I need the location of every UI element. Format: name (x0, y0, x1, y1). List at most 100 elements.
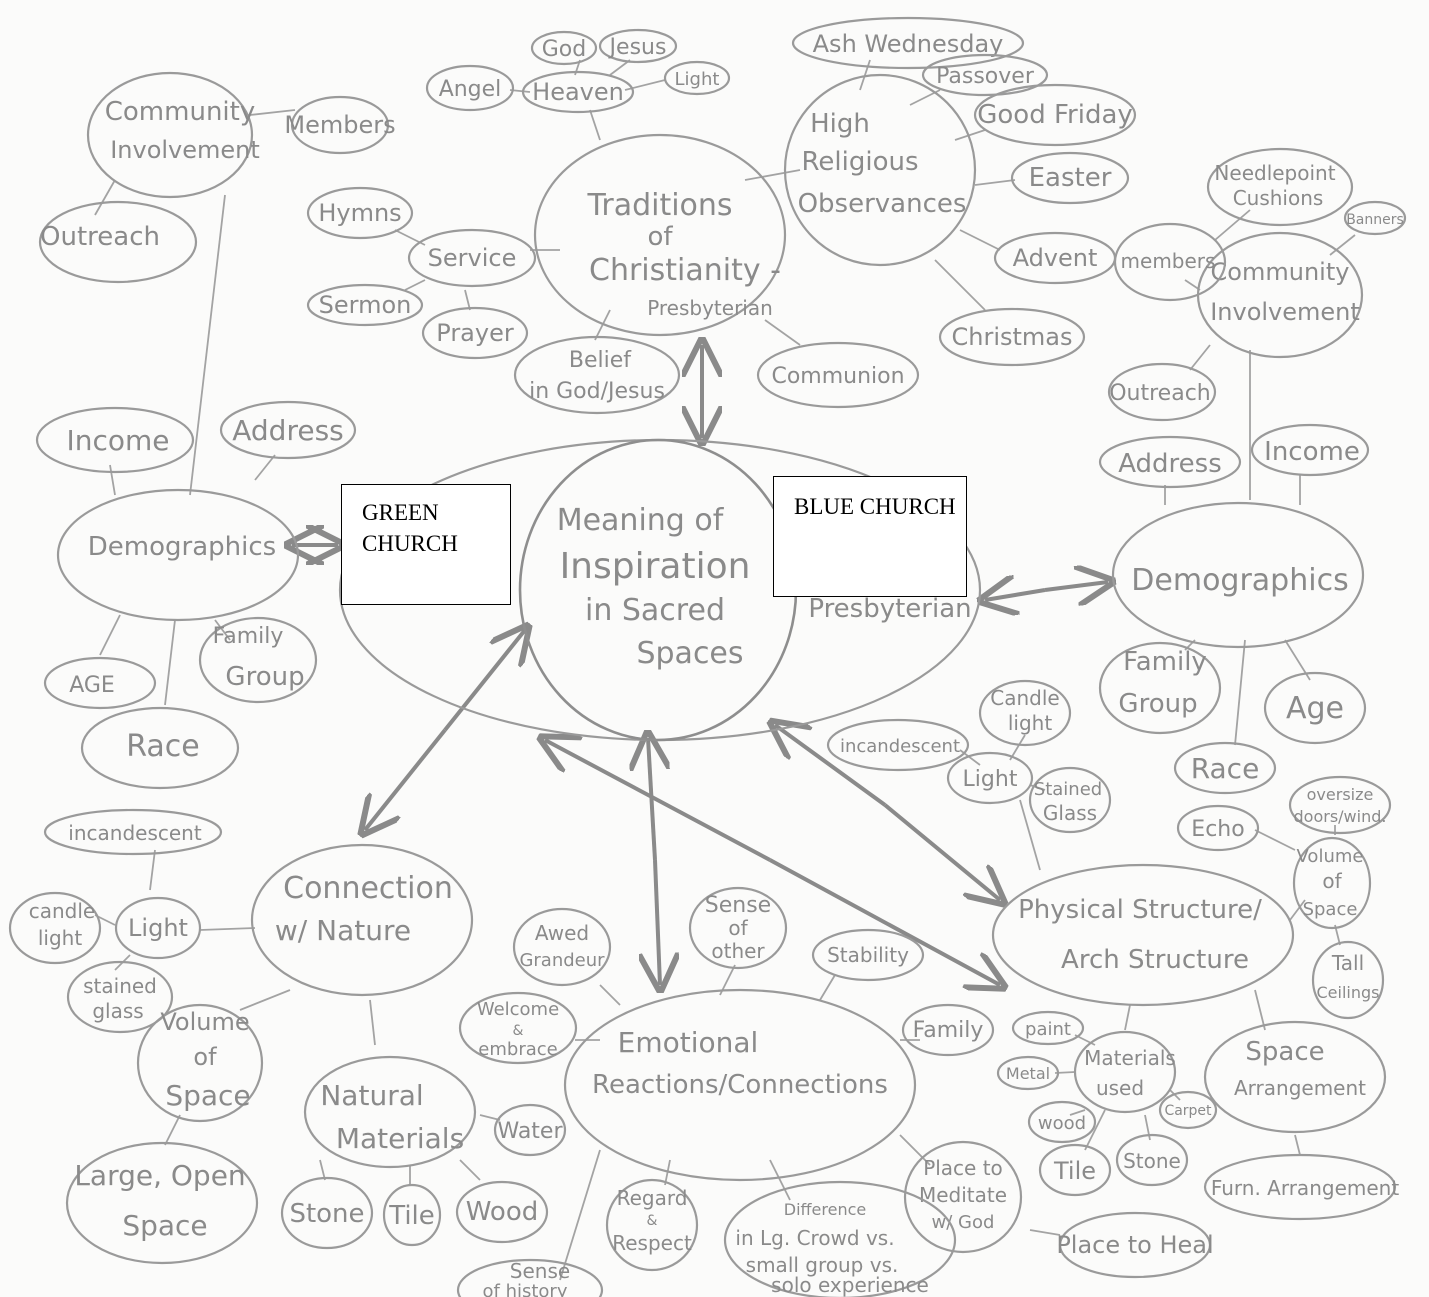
natural-materials-line-2: Materials (336, 1122, 464, 1155)
left-community-line-2: Involvement (110, 136, 260, 164)
right-family-line-1: Family (1123, 647, 1207, 677)
central-line-4: Spaces (636, 636, 743, 671)
left-members-label: Members (284, 111, 395, 139)
carpet-label: Carpet (1164, 1103, 1212, 1119)
sense-other-line-3: other (711, 939, 765, 963)
right-community-line-2: Involvement (1210, 298, 1360, 326)
hymns-label: Hymns (318, 199, 401, 227)
nature-line-2: w/ Nature (275, 914, 411, 947)
central-side-label: Presbyterian (808, 594, 971, 624)
nature-wood-label: Wood (466, 1197, 539, 1227)
physical-light-label: Light (963, 767, 1018, 792)
communion-label: Communion (771, 364, 904, 389)
metal-label: Metal (1006, 1064, 1050, 1083)
angel-label: Angel (439, 77, 502, 102)
right-income-label: Income (1264, 437, 1360, 467)
right-family-line-2: Group (1118, 689, 1197, 719)
physical-candle-line-1: Candle (990, 686, 1059, 710)
sense-other-line-1: Sense (705, 893, 771, 918)
observances-line-2: Religious (802, 147, 919, 177)
right-race-label: Race (1191, 752, 1260, 785)
right-age-label: Age (1286, 691, 1344, 726)
traditions-line-1: Traditions (586, 188, 732, 223)
right-demographics-cluster: Demographics Address Income Family Group… (1098, 423, 1370, 795)
needlepoint-line-2: Cushions (1233, 186, 1324, 210)
welcome-line-3: embrace (478, 1039, 557, 1060)
left-income-label: Income (66, 424, 169, 457)
history-line-1: Sense (510, 1259, 570, 1283)
god-label: God (542, 37, 586, 62)
nature-cluster: Connection w/ Nature Light incandescent … (8, 808, 567, 1265)
physical-stained-line-2: Glass (1043, 801, 1097, 825)
nature-stone-label: Stone (289, 1199, 364, 1229)
meditate-line-3: w/ God (932, 1212, 995, 1233)
easter-label: Easter (1029, 163, 1112, 193)
central-line-2: Inspiration (560, 546, 751, 587)
christmas-label: Christmas (951, 323, 1072, 351)
relationship-arrows (292, 345, 1108, 985)
nature-volume-line-1: Volume (160, 1008, 249, 1036)
observances-line-1: High (810, 109, 870, 139)
blue-church-label: BLUE CHURCH (794, 494, 956, 519)
central-line-3: in Sacred (585, 593, 725, 628)
right-community-line-1: Community (1211, 258, 1350, 286)
passover-label: Passover (936, 64, 1035, 89)
regard-line-1: Regard (617, 1186, 688, 1210)
central-topic: Meaning of Inspiration in Sacred Spaces … (338, 438, 982, 742)
physical-cluster: Physical Structure/ Arch Structure Light… (826, 679, 1399, 1221)
nature-stained-line-2: glass (92, 999, 143, 1023)
physical-line-1: Physical Structure/ (1018, 895, 1262, 925)
nature-candle-line-1: candle (29, 899, 95, 923)
traditions-line-4: Presbyterian (647, 296, 773, 320)
right-community-cluster: Community Involvement Needlepoint Cushio… (1107, 147, 1407, 422)
traditions-line-2: of (647, 222, 673, 252)
heaven-light-label: Light (675, 69, 720, 90)
left-age-label: AGE (69, 673, 115, 698)
good-friday-label: Good Friday (977, 100, 1133, 130)
connector-lines (94, 59, 1356, 1281)
traditions-line-3: Christianity - (589, 253, 781, 288)
nature-stained-line-1: stained (83, 974, 157, 998)
awed-line-2: Grandeur (519, 950, 605, 971)
natural-materials-line-1: Natural (320, 1079, 423, 1112)
family-label: Family (913, 1018, 984, 1043)
place-to-heal-label: Place to Heal (1056, 1231, 1213, 1259)
sermon-label: Sermon (319, 291, 412, 319)
needlepoint-line-1: Needlepoint (1214, 161, 1335, 185)
emotional-line-2: Reactions/Connections (592, 1070, 888, 1100)
materials-line-2: used (1096, 1076, 1144, 1100)
left-community-line-1: Community (105, 97, 255, 127)
left-demographics-label: Demographics (88, 532, 276, 562)
nature-volume-line-3: Space (165, 1079, 250, 1112)
physical-stained-line-1: Stained (1034, 779, 1102, 800)
right-outreach-label: Outreach (1109, 381, 1211, 406)
blue-church-label-box: BLUE CHURCH (773, 476, 967, 597)
physical-volume-line-3: Space (1303, 899, 1358, 920)
awed-line-1: Awed (535, 921, 589, 945)
echo-label: Echo (1191, 817, 1244, 842)
paint-label: paint (1025, 1019, 1071, 1040)
left-demographics-cluster: Demographics Income Address AGE Family G… (35, 400, 357, 790)
emotional-cluster: Emotional Reactions/Connections Awed Gra… (456, 886, 1214, 1297)
belief-line-2: in God/Jesus (529, 379, 665, 404)
space-arrangement-line-1: Space (1245, 1037, 1324, 1067)
nature-line-1: Connection (283, 871, 453, 906)
oversize-line-2: doors/wind. (1294, 807, 1387, 826)
central-inner-ellipse (518, 438, 798, 742)
nature-tile-label: Tile (388, 1201, 435, 1231)
right-members-label: members (1121, 249, 1216, 273)
physical-volume-line-2: of (1322, 869, 1342, 893)
welcome-line-2: & (513, 1023, 524, 1039)
physical-tile-label: Tile (1053, 1157, 1096, 1185)
banners-label: Banners (1346, 212, 1404, 228)
nature-light-label: Light (128, 914, 188, 942)
right-demographics-label: Demographics (1131, 563, 1348, 598)
physical-line-2: Arch Structure (1061, 945, 1249, 975)
large-space-line-1: Large, Open (74, 1159, 245, 1192)
ceilings-line-2: Ceilings (1317, 983, 1380, 1002)
physical-wood-label: wood (1038, 1113, 1086, 1134)
green-church-label-box: GREEN CHURCH (341, 484, 511, 605)
sense-other-line-2: of (728, 916, 748, 940)
belief-line-1: Belief (569, 348, 632, 373)
